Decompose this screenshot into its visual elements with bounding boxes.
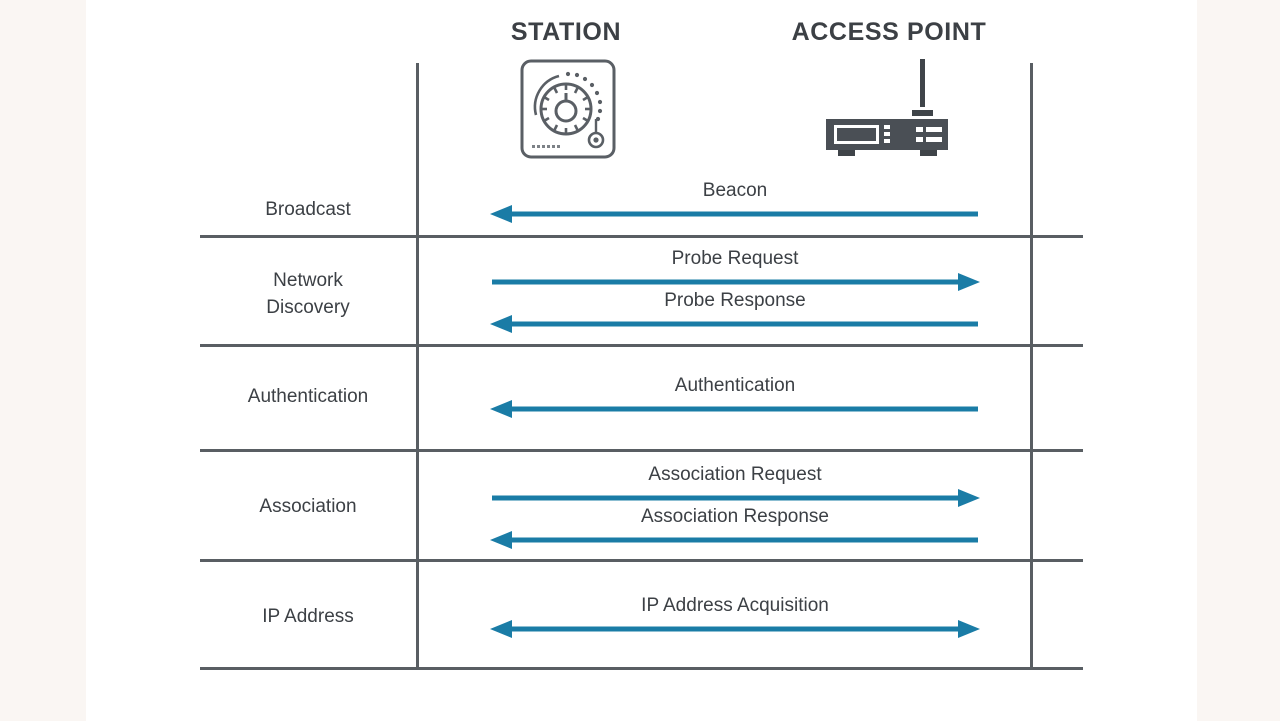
lifeline-station bbox=[416, 63, 419, 669]
phase-divider-5 bbox=[200, 667, 1083, 670]
access-point-device-icon bbox=[818, 57, 958, 166]
arrow-ip-address-acquisition-bidirectional bbox=[490, 620, 980, 638]
message-label-ip-address-acquisition: IP Address Acquisition bbox=[641, 595, 829, 616]
arrow-probe-response-left bbox=[490, 315, 978, 333]
phase-label-ip-address: IP Address bbox=[262, 606, 354, 627]
phase-divider-4 bbox=[200, 559, 1083, 562]
station-device-icon bbox=[518, 57, 618, 166]
column-title-station: STATION bbox=[510, 18, 622, 46]
message-label-association-request: Association Request bbox=[648, 464, 822, 485]
message-label-authentication: Authentication bbox=[674, 375, 796, 396]
message-label-beacon: Beacon bbox=[702, 180, 768, 201]
message-label-probe-request: Probe Request bbox=[671, 248, 799, 269]
phase-label-association: Association bbox=[259, 496, 357, 517]
phase-divider-2 bbox=[200, 344, 1083, 347]
arrow-authentication-left bbox=[490, 400, 978, 418]
phase-label-network-discovery-line1: Network bbox=[273, 270, 343, 291]
page-band-right bbox=[1197, 0, 1280, 721]
column-title-access-point: ACCESS POINT bbox=[791, 18, 987, 46]
phase-divider-1 bbox=[200, 235, 1083, 238]
phase-label-network-discovery-line2: Discovery bbox=[266, 297, 350, 318]
phase-label-authentication: Authentication bbox=[247, 386, 369, 407]
arrow-beacon-left bbox=[490, 205, 978, 223]
message-label-association-response: Association Response bbox=[641, 506, 829, 527]
arrow-association-request-right bbox=[492, 489, 980, 507]
arrow-probe-request-right bbox=[492, 273, 980, 291]
phase-label-broadcast: Broadcast bbox=[265, 199, 351, 220]
lifeline-access-point bbox=[1030, 63, 1033, 669]
page-band-left bbox=[0, 0, 86, 721]
phase-divider-3 bbox=[200, 449, 1083, 452]
message-label-probe-response: Probe Response bbox=[664, 290, 806, 311]
arrow-association-response-left bbox=[490, 531, 978, 549]
phase-label-network-discovery: Network Discovery bbox=[200, 267, 416, 321]
